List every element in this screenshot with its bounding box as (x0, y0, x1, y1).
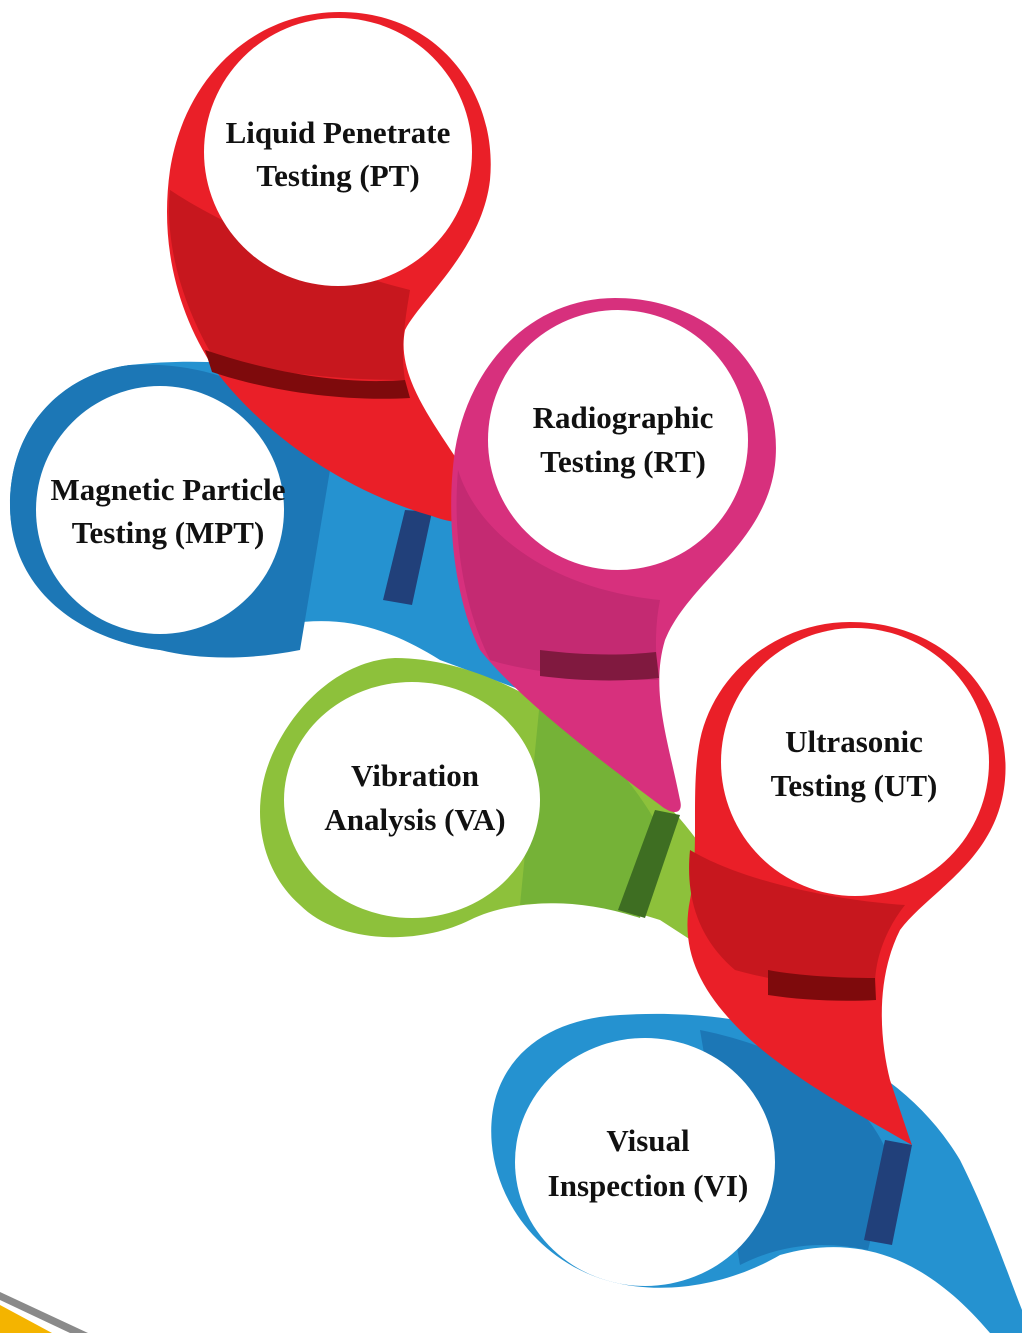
mpt-node: Magnetic Particle Testing (MPT) (51, 472, 286, 550)
pt-label-line2: Testing (PT) (256, 158, 419, 193)
pt-circle (204, 18, 472, 286)
pt-ribbon-band (205, 350, 410, 399)
ut-ribbon-shade (689, 850, 905, 986)
ut-node: Ultrasonic Testing (UT) (771, 724, 938, 803)
va-circle (284, 682, 540, 918)
mpt-ribbon-band (383, 510, 432, 605)
vi-label-line1: Visual (606, 1123, 690, 1158)
corner-accent-stripe (0, 1305, 52, 1333)
rt-circle (488, 310, 748, 570)
rt-ribbon-shade (456, 470, 660, 680)
ut-circle (721, 628, 989, 896)
mpt-label-line2: Testing (MPT) (72, 515, 265, 550)
mpt-circle (36, 386, 284, 634)
rt-label-line2: Testing (RT) (540, 444, 706, 479)
corner-accent (0, 1292, 88, 1333)
ut-label-line2: Testing (UT) (771, 768, 938, 803)
corner-accent-shadow (0, 1292, 88, 1333)
pt-label-line1: Liquid Penetrate (226, 115, 451, 150)
vi-node: Visual Inspection (VI) (548, 1123, 749, 1203)
ut-ribbon-band (768, 970, 876, 1001)
vi-circle (515, 1038, 775, 1286)
mpt-label-line1: Magnetic Particle (51, 472, 286, 507)
va-ribbon-shade (520, 700, 660, 918)
rt-ribbon-band (540, 650, 659, 681)
va-label-line2: Analysis (VA) (324, 802, 505, 837)
rt-node: Radiographic Testing (RT) (533, 400, 714, 479)
vi-label-line2: Inspection (VI) (548, 1168, 749, 1203)
vi-ribbon-band (864, 1140, 912, 1245)
ut-label-line1: Ultrasonic (785, 724, 923, 759)
va-ribbon-band (618, 810, 680, 918)
va-label-line1: Vibration (351, 758, 479, 793)
pt-ribbon-shade (169, 190, 410, 380)
rt-label-line1: Radiographic (533, 400, 714, 435)
va-node: Vibration Analysis (VA) (324, 758, 505, 837)
pt-node: Liquid Penetrate Testing (PT) (226, 115, 451, 193)
